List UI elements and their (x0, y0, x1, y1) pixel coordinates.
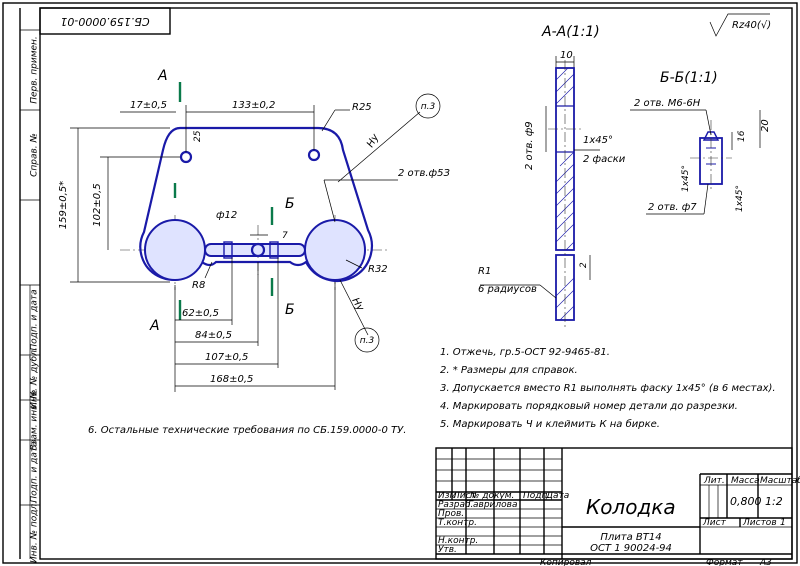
dim-107: 107±0,5 (205, 352, 248, 363)
material-line-1: Плита ВТ14 (600, 532, 661, 543)
section-aa: А-А(1:1) 10 2 отв. ф9 1x45° 2 фаски R1 6… (478, 24, 626, 328)
roughness-value: Rz40(√) (732, 20, 771, 31)
lit-label: Лит. (703, 476, 725, 486)
dim-r25: R25 (352, 102, 372, 113)
note-5: 5. Маркировать Ч и клеймить К на бирке. (440, 418, 660, 430)
bb-chamfer-1: 1x45° (681, 165, 691, 192)
note-1: 1. Отжечь, гр.5-ОСТ 92-9465-81. (440, 347, 610, 358)
part-name: Колодка (586, 495, 676, 519)
nu-label-bottom: Ну (349, 296, 366, 314)
aa-dim-2: 2 (579, 262, 589, 268)
aa-dim-10: 10 (560, 50, 573, 61)
large-hole-left (144, 219, 206, 281)
large-hole-right (304, 219, 366, 281)
dim-159: 159±0,5* (58, 181, 69, 229)
note-6: 6. Остальные технические требования по С… (88, 424, 406, 436)
format-value: А3 (759, 558, 772, 566)
copied-label: Копировал (540, 558, 592, 566)
aa-chamfer: 1x45° (583, 135, 613, 146)
inner-frame (39, 7, 793, 560)
dim-r8: R8 (192, 280, 205, 291)
col-date: Дата (545, 491, 569, 501)
material-line-2: ОСТ 1 90024-94 (590, 543, 672, 554)
format-label: Формат (706, 558, 743, 566)
dim-62: 62±0,5 (182, 308, 219, 319)
scale-value: 1:2 (765, 495, 783, 508)
dim-17: 17±0,5 (130, 100, 167, 111)
dim-r32: R32 (368, 264, 388, 275)
callout-top: п.3 (421, 102, 436, 112)
small-hole-left (179, 150, 193, 164)
scale-label: Масштаб (760, 476, 800, 486)
bb-dim-20: 20 (760, 119, 771, 132)
aa-r1: R1 (478, 266, 491, 277)
dim-25: 25 (193, 130, 203, 142)
side-strip: Перв. примен. Справ. № Подп. и дата Инв.… (19, 8, 40, 563)
aa-hole-9: 2 отв. ф9 (524, 121, 535, 170)
section-label-a-top: А (157, 68, 168, 84)
sheets-label: Листов (742, 518, 777, 528)
role-checker: Пров. (438, 509, 464, 519)
technical-notes: 1. Отжечь, гр.5-ОСТ 92-9465-81. 2. * Раз… (440, 347, 776, 430)
callout-circle-bottom (354, 327, 380, 353)
small-hole-right (307, 148, 321, 162)
sheets-value: 1 (780, 518, 786, 528)
bb-chamfer-2: 1x45° (735, 185, 745, 212)
part-outline (139, 126, 373, 282)
section-label-a-bottom: А (149, 318, 160, 334)
thread-hole-left (223, 241, 233, 259)
strip-label-1: Перв. примен. (30, 36, 40, 104)
strip-label-4: Инв. № дубл. (30, 347, 40, 409)
role-tcontrol: Т.контр. (438, 518, 477, 528)
strip-label-6: Подп. и дата (30, 441, 40, 502)
thread-hole-right (269, 241, 279, 259)
mass-value: 0,800 (730, 495, 762, 508)
role-approved: Утв. (438, 545, 457, 555)
role-developer: Разраб. (438, 500, 473, 510)
main-view: А А Б Б 17±0,5 133±0,2 R25 25 159±0,5* 1… (58, 68, 450, 392)
sheet-label: Лист (702, 518, 727, 528)
doc-number: СБ.159.0000-01 (60, 15, 149, 28)
doc-number-box: СБ.159.0000-01 (39, 7, 171, 35)
bb-hole-7: 2 отв. ф7 (648, 202, 697, 213)
note-4: 4. Маркировать порядковый номер детали д… (440, 401, 738, 412)
strip-label-5: Взам. инв. № (30, 389, 40, 450)
section-label-b-bottom: Б (285, 302, 295, 318)
col-doc: № докум. (469, 491, 514, 501)
strip-label-7: Инв. № подл. (30, 501, 40, 563)
center-hole (250, 242, 266, 258)
dim-84: 84±0,5 (195, 330, 232, 341)
bb-dim-16: 16 (737, 130, 747, 142)
bb-m6: 2 отв. М6-6Н (634, 98, 701, 109)
note-2: 2. * Размеры для справок. (440, 365, 578, 376)
section-label-b-top: Б (285, 196, 295, 212)
role-ncontrol: Н.контр. (438, 536, 478, 546)
aa-two-chamfers: 2 фаски (583, 154, 626, 165)
callout-circle-top (415, 93, 441, 119)
dim-102: 102±0,5 (92, 183, 103, 226)
dim-12: ф12 (216, 210, 237, 221)
title-block: Изм Лист № докум. Подп. Дата Разраб. Гав… (435, 447, 800, 566)
col-list: Лист (452, 491, 477, 501)
aa-six-radii: 6 радиусов (478, 284, 537, 295)
dim-7: 7 (282, 231, 288, 241)
col-sign: Подп. (523, 491, 550, 501)
mass-label: Масса (731, 476, 760, 486)
callout-bottom: п.3 (360, 336, 375, 346)
strip-label-3: Подп. и дата (30, 289, 40, 350)
section-aa-title: А-А(1:1) (541, 24, 600, 40)
dim-133: 133±0,2 (232, 100, 275, 111)
section-bb-title: Б-Б(1:1) (660, 70, 718, 86)
roughness-mark: Rz40(√) (709, 13, 771, 37)
note-3: 3. Допускается вместо R1 выполнять фаску… (440, 383, 776, 394)
developer-name: Гаврилова (468, 500, 517, 510)
strip-label-2: Справ. № (30, 133, 40, 177)
section-bb: Б-Б(1:1) 2 отв. М6-6Н 16 20 1x45° 1x45° … (630, 70, 771, 215)
dim-168: 168±0,5 (210, 374, 253, 385)
dim-2-holes-53: 2 отв.ф5З (398, 168, 450, 179)
col-izm: Изм (438, 491, 457, 501)
